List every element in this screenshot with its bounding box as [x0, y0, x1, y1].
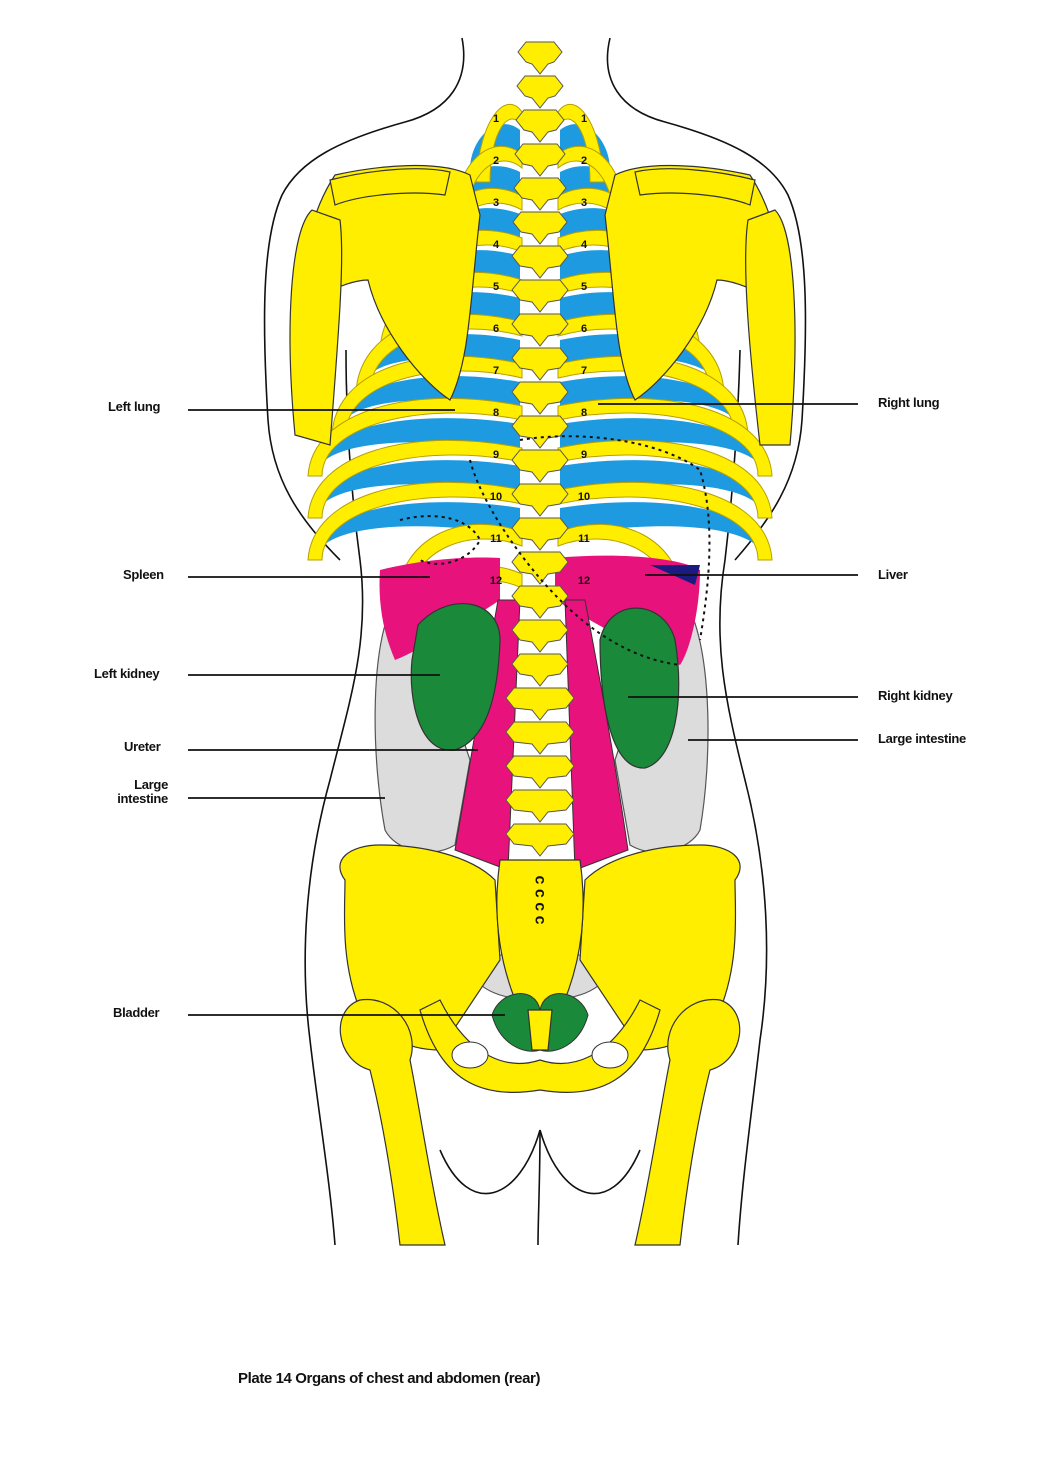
vertebra-17: [511, 585, 569, 619]
rib-number-right-11: 11: [578, 533, 590, 545]
vertebra-9: [511, 313, 569, 347]
vertebra-1: [517, 41, 563, 75]
rib-number-left-1: 1: [493, 113, 499, 125]
vertebra-3: [515, 109, 565, 143]
vertebra-24: [505, 823, 575, 857]
label-large-intestine-left-line1: Large: [134, 777, 168, 792]
label-spleen: Spleen: [123, 567, 164, 582]
vertebra-16: [511, 551, 569, 585]
label-ureter: Ureter: [124, 739, 161, 754]
label-left-kidney: Left kidney: [94, 666, 160, 681]
label-right-kidney: Right kidney: [878, 688, 953, 703]
vertebra-6: [512, 211, 568, 245]
rib-number-right-6: 6: [581, 323, 587, 335]
rib-number-left-6: 6: [493, 323, 499, 335]
rib-left-8: [307, 397, 523, 477]
rib-number-right-1: 1: [581, 113, 587, 125]
rib-number-right-9: 9: [581, 449, 587, 461]
rib-right-8: [557, 397, 773, 477]
rib-number-left-3: 3: [493, 197, 499, 209]
rib-left-10: [307, 481, 523, 561]
lung-band-left-10: [316, 502, 520, 560]
vertebra-2: [516, 75, 564, 109]
rib-number-right-8: 8: [581, 407, 587, 419]
label-large-intestine-left-line2: intestine: [117, 791, 168, 806]
rib-number-right-2: 2: [581, 155, 587, 167]
label-large-intestine-left: Large intestine: [104, 778, 168, 806]
vertebra-22: [505, 755, 575, 789]
leader-lines: [188, 403, 858, 1016]
sacral-foramina-marks: c c c c: [532, 876, 549, 925]
rib-number-left-7: 7: [493, 365, 499, 377]
lung-band-left-9: [316, 460, 520, 518]
scapulae: [303, 164, 782, 401]
vertebra-4: [514, 143, 566, 177]
vertebral-column: [505, 41, 575, 857]
vertebra-23: [505, 789, 575, 823]
vertebra-13: [511, 449, 569, 483]
rib-number-left-4: 4: [493, 239, 500, 251]
label-liver: Liver: [878, 567, 908, 582]
vertebra-8: [511, 279, 569, 313]
lung-band-left-7: [338, 376, 520, 434]
lung-band-left-8: [316, 418, 520, 476]
vertebra-21: [505, 721, 575, 755]
rib-right-10: [557, 481, 773, 561]
rib-number-left-12: 12: [490, 575, 502, 587]
body-outline: [263, 37, 807, 1246]
label-large-intestine-right: Large intestine: [878, 731, 966, 746]
vertebra-10: [511, 347, 569, 381]
vertebra-18: [511, 619, 569, 653]
plate-caption: Plate 14 Organs of chest and abdomen (re…: [238, 1370, 541, 1387]
vertebra-14: [511, 483, 569, 517]
humeri: [289, 209, 796, 446]
vertebra-7: [511, 245, 569, 279]
rib-number-right-7: 7: [581, 365, 587, 377]
rib-number-right-5: 5: [581, 281, 587, 293]
lung-band-right-10: [560, 502, 764, 560]
psoas-muscles: [454, 599, 629, 871]
kidneys: [410, 603, 680, 769]
vertebra-12: [511, 415, 569, 449]
rib-number-right-12: 12: [578, 575, 590, 587]
vertebra-19: [511, 653, 569, 687]
rib-number-left-5: 5: [493, 281, 499, 293]
label-right-lung: Right lung: [878, 395, 940, 410]
vertebra-11: [511, 381, 569, 415]
lung-band-right-9: [560, 460, 764, 518]
rib-number-right-10: 10: [578, 491, 590, 503]
label-bladder: Bladder: [113, 1005, 160, 1020]
rib-number-right-4: 4: [581, 239, 588, 251]
lung-band-right-7: [560, 376, 742, 434]
lung-band-right-8: [560, 418, 764, 476]
rib-number-left-8: 8: [493, 407, 499, 419]
organ-dotted-outlines: [399, 435, 711, 666]
rib-left-9: [307, 439, 523, 519]
rib-right-9: [557, 439, 773, 519]
rib-number-left-10: 10: [490, 491, 502, 503]
label-left-lung: Left lung: [108, 399, 161, 414]
rib-number-right-3: 3: [581, 197, 587, 209]
rib-number-left-9: 9: [493, 449, 499, 461]
rib-number-left-2: 2: [493, 155, 499, 167]
vertebra-20: [505, 687, 575, 721]
vertebra-5: [513, 177, 567, 211]
rib-number-left-11: 11: [490, 533, 502, 545]
vertebra-15: [511, 517, 569, 551]
femurs: [339, 998, 741, 1246]
pelvis: [339, 844, 741, 1093]
